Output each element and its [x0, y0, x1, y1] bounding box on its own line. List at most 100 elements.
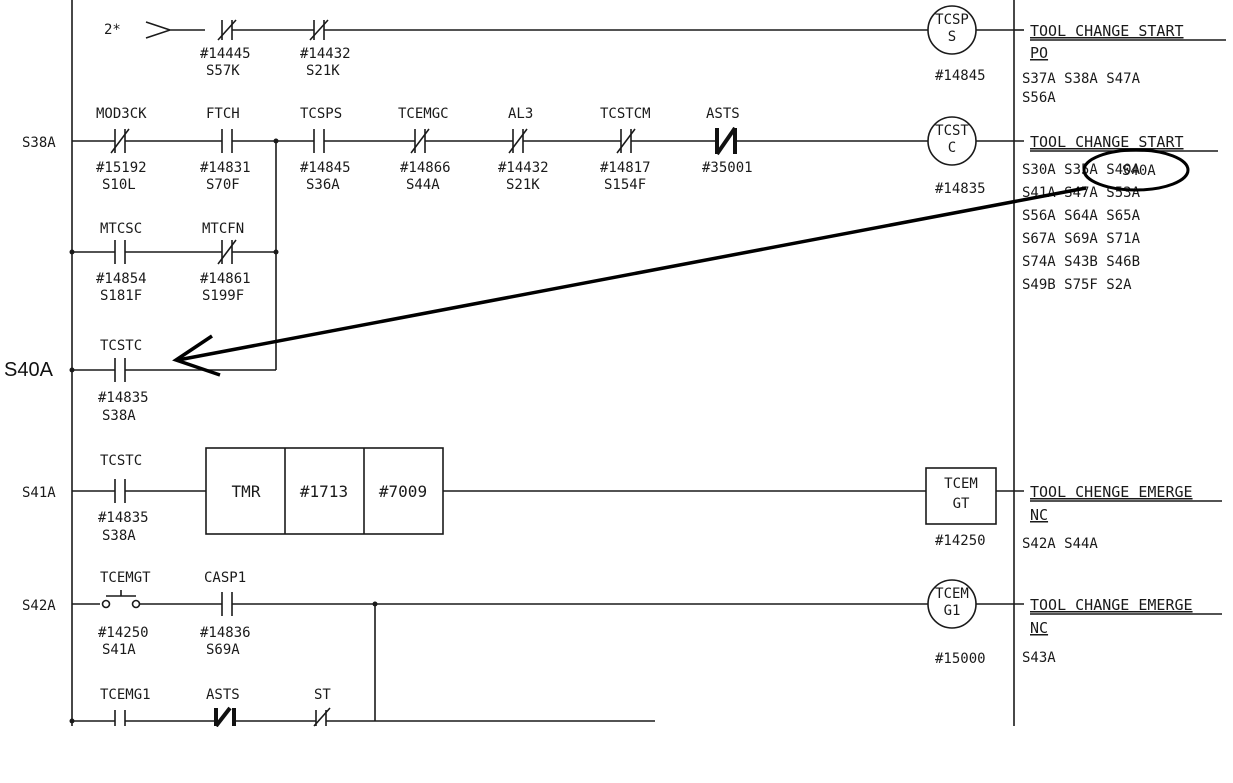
rung-3: S41A TCSTC #14835 S38A TMR #1713 #7009 T…: [22, 447, 1222, 552]
coil-tcemg1: TCEM G1 #15000: [927, 579, 986, 667]
contact-tcemg1: TCEMG1: [100, 687, 151, 726]
coil-name: TCEM: [944, 476, 978, 492]
rung-description-2: NC: [1030, 506, 1048, 524]
contact-tcemgc: TCEMGC #14866 S44A: [398, 106, 451, 193]
contact-ftch: FTCH #14831 S70F: [200, 106, 251, 193]
rung-label: S41A: [22, 485, 56, 501]
contact-address: #14432: [498, 160, 549, 176]
contact-tcemgt: TCEMGT #14250 S41A: [98, 570, 151, 658]
ref-line: S49B S75F S2A: [1022, 277, 1132, 293]
coil-address: #14250: [935, 533, 986, 549]
contact-mtcfn: MTCFN #14861 S199F: [200, 221, 251, 304]
contact-address: #14445: [200, 46, 251, 62]
contact-name: FTCH: [206, 106, 240, 122]
rung-0: 2* #14445 S57K #14432 S21K TCSP S #14845: [104, 5, 1226, 106]
contact-name: TCEMGT: [100, 570, 151, 586]
contact-name: TCSTC: [100, 453, 142, 469]
rung-4: S42A TCEMGT #14250 S41A CASP1 #14836 S69…: [22, 570, 1222, 721]
contact-name: MOD3CK: [96, 106, 147, 122]
contact-address: #14835: [98, 390, 149, 406]
contact-ref: S10L: [102, 177, 136, 193]
contact-tcstc-2: TCSTC #14835 S38A: [98, 453, 149, 544]
contact-ref: S154F: [604, 177, 646, 193]
rung-1: S38A MOD3CK #15192 S10L FTCH #14831 S70F…: [22, 106, 1218, 370]
contact-mtcsc: MTCSC #14854 S181F: [96, 221, 147, 304]
timer-param-1: #1713: [300, 482, 348, 501]
contact-ref: S181F: [100, 288, 142, 304]
rung-description: TOOL CHANGE START: [1030, 133, 1184, 151]
contact-ref: S38A: [102, 528, 136, 544]
contact-name: CASP1: [204, 570, 246, 586]
contact-casp1: CASP1 #14836 S69A: [200, 570, 251, 658]
contact-al3-b: AL3 #14432 S21K: [498, 106, 549, 193]
contact-ref: S41A: [102, 642, 136, 658]
contact-name: MTCFN: [202, 221, 244, 237]
contact-name: ST: [314, 687, 331, 703]
contact-name: ASTS: [206, 687, 240, 703]
contact-address: #14250: [98, 625, 149, 641]
arrow-head: [172, 334, 221, 377]
rung-label: S38A: [22, 135, 56, 151]
coil-tcstc: TCST C #14835: [927, 116, 986, 197]
timer-param-2: #7009: [379, 482, 427, 501]
rung-description: TOOL CHANGE START: [1030, 22, 1184, 40]
contact-ref: S70F: [206, 177, 240, 193]
coil-name-2: GT: [953, 496, 970, 512]
contact-address: #14831: [200, 160, 251, 176]
contact-address: #35001: [702, 160, 753, 176]
page-margin: [0, 727, 1233, 783]
coil-name: TCST: [935, 123, 969, 139]
contact-name: TCSPS: [300, 106, 342, 122]
contact-ref: S38A: [102, 408, 136, 424]
contact-address: #14432: [300, 46, 351, 62]
contact-ref: S199F: [202, 288, 244, 304]
contact-al14: #14445 S57K: [200, 19, 251, 79]
contact-ref: S57K: [206, 63, 240, 79]
ref-line: S56A: [1022, 90, 1056, 106]
contact-asts: ASTS #35001: [702, 106, 753, 176]
contact-name: MTCSC: [100, 221, 142, 237]
circled-ref: S40A: [1122, 163, 1156, 179]
contact-name: AL3: [508, 106, 533, 122]
coil-address: #15000: [935, 651, 986, 667]
coil-name: TCEM: [935, 586, 969, 602]
contact-tcsps: TCSPS #14845 S36A: [300, 106, 351, 193]
ref-line: S56A S64A S65A: [1022, 208, 1141, 224]
contact-st: ST: [313, 687, 331, 727]
contact-name: ASTS: [706, 106, 740, 122]
ref-line: S30A S35A S40A: [1022, 162, 1141, 178]
contact-address: #14835: [98, 510, 149, 526]
contact-ref: S36A: [306, 177, 340, 193]
input-arrow: [145, 21, 205, 39]
timer-name: TMR: [232, 482, 261, 501]
rung-description-2: NC: [1030, 619, 1048, 637]
contact-mod3ck: MOD3CK #15192 S10L: [96, 106, 147, 193]
contact-ref: S21K: [306, 63, 340, 79]
rung-label-large: S40A: [4, 359, 54, 381]
contact-ref: S21K: [506, 177, 540, 193]
contact-tcstc: TCSTC #14835 S38A: [98, 338, 149, 424]
ref-line: S42A S44A: [1022, 536, 1098, 552]
coil-name: TCSP: [935, 12, 969, 28]
timer-block: TMR #1713 #7009: [205, 447, 444, 535]
ref-line: S74A S43B S46B: [1022, 254, 1140, 270]
coil-name-2: C: [948, 140, 956, 156]
contact-ref: S69A: [206, 642, 240, 658]
contact-al3: #14432 S21K: [300, 19, 351, 79]
rung-2: S40A TCSTC #14835 S38A: [4, 338, 276, 424]
contact-ref: S44A: [406, 177, 440, 193]
contact-name: TCSTCM: [600, 106, 651, 122]
coil-tcemgt: TCEM GT #14250: [925, 467, 997, 549]
contact-address: #14845: [300, 160, 351, 176]
contact-address: #14861: [200, 271, 251, 287]
coil-tcsp: TCSP S #14845: [927, 5, 986, 84]
contact-asts-2: ASTS: [206, 687, 240, 728]
contact-address: #14817: [600, 160, 651, 176]
ref-line: S67A S69A S71A: [1022, 231, 1141, 247]
contact-address: #14854: [96, 271, 147, 287]
annotation-circle: [1082, 148, 1190, 192]
contact-address: #15192: [96, 160, 147, 176]
coil-name-2: G1: [944, 603, 961, 619]
coil-name-2: S: [948, 29, 956, 45]
